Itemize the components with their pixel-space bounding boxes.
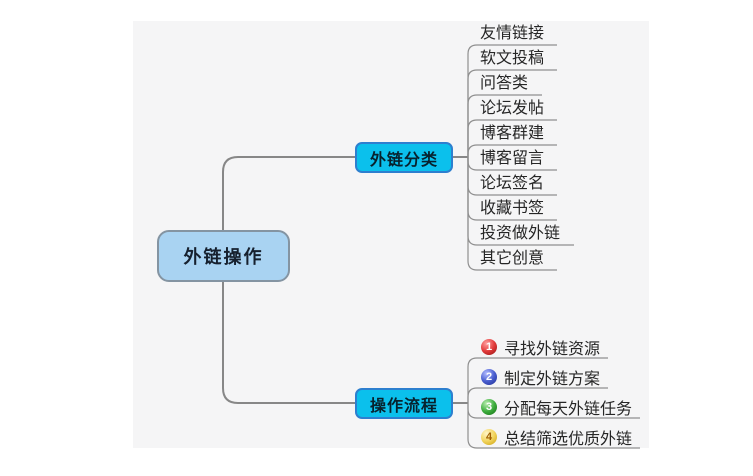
step-item: 3 分配每天外链任务 bbox=[481, 396, 633, 418]
step-1-icon: 1 bbox=[481, 338, 497, 355]
leaf-node: 友情链接 bbox=[480, 25, 545, 42]
step-2-icon: 2 bbox=[481, 368, 497, 385]
leaf-node: 论坛发帖 bbox=[480, 100, 545, 117]
step-3-icon: 3 bbox=[481, 398, 497, 415]
step-item: 4 总结筛选优质外链 bbox=[481, 426, 633, 448]
leaf-node: 博客群建 bbox=[480, 125, 545, 142]
leaf-node: 软文投稿 bbox=[480, 50, 545, 67]
step-label: 寻找外链资源 bbox=[504, 340, 601, 358]
step-label: 总结筛选优质外链 bbox=[504, 430, 633, 448]
leaf-node: 论坛签名 bbox=[480, 175, 545, 192]
step-label: 制定外链方案 bbox=[504, 370, 601, 388]
leaf-node: 问答类 bbox=[480, 75, 529, 92]
leaf-node: 收藏书签 bbox=[480, 200, 545, 217]
step-4-icon: 4 bbox=[481, 428, 497, 445]
root-node: 外链操作 bbox=[157, 230, 290, 282]
step-label: 分配每天外链任务 bbox=[504, 400, 633, 418]
leaf-node: 博客留言 bbox=[480, 150, 545, 167]
branch-node-process: 操作流程 bbox=[355, 388, 453, 419]
leaf-node: 投资做外链 bbox=[480, 225, 561, 242]
step-item: 1 寻找外链资源 bbox=[481, 336, 601, 358]
leaf-node: 其它创意 bbox=[480, 250, 545, 267]
step-item: 2 制定外链方案 bbox=[481, 366, 601, 388]
branch-node-classification: 外链分类 bbox=[355, 142, 453, 173]
